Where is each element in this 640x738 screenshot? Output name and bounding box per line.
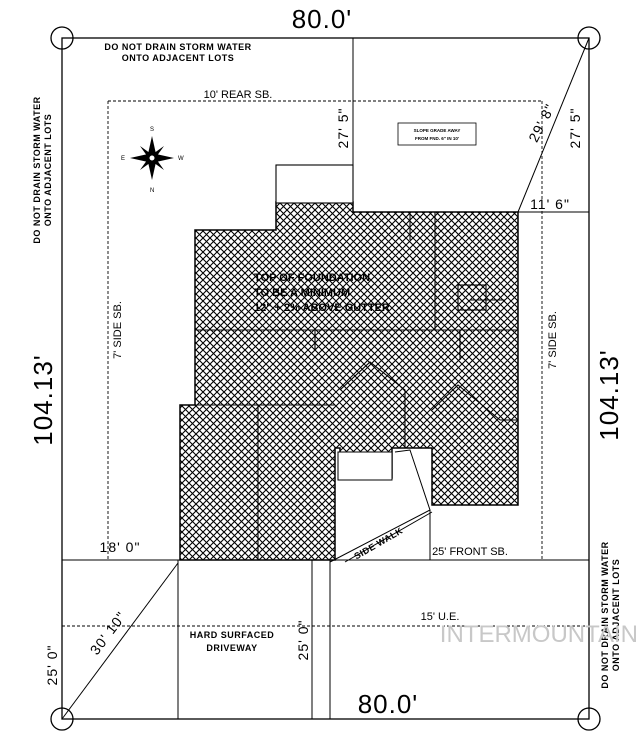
right-rear-dimension: 27' 5"	[567, 108, 583, 149]
sidewalk-outline	[329, 449, 433, 563]
left-front-dimension: 25' 0"	[44, 645, 60, 686]
property-line	[61, 37, 590, 720]
utility-easement-label: 15' U.E.	[421, 611, 460, 623]
watermark: INTERMOUNTAIN	[440, 621, 638, 648]
slope-grade-note: SLOPE GRADE AWAY FROM FND. 6" IN 10'	[397, 122, 477, 146]
driveway-label-line2: DRIVEWAY	[206, 643, 257, 653]
corner-pin-bottom-left	[50, 707, 74, 731]
foundation-note: TOP OF FOUNDATION TO BE A MINIMUM 12" + …	[254, 272, 390, 314]
left-depth-dimension: 104.13'	[28, 354, 58, 446]
side-offset-dimension: 11' 6"	[530, 196, 570, 212]
drain-note-right-line1: DO NOT DRAIN STORM WATER	[600, 541, 610, 688]
setback-lines	[62, 100, 589, 627]
driveway-label-line1: HARD SURFACED	[190, 630, 275, 640]
svg-text:TOP OF FOUNDATION: TOP OF FOUNDATION	[254, 272, 370, 284]
compass-label-w: W	[178, 156, 184, 162]
rear-setback-dimension: 27' 5"	[335, 108, 351, 149]
right-side-setback-label: 7' SIDE SB.	[547, 311, 559, 369]
front-porch	[337, 451, 393, 481]
compass-label-s: S	[150, 127, 154, 133]
sidewalk-label: SIDE WALK	[352, 525, 404, 561]
drain-note-top-line1: DO NOT DRAIN STORM WATER	[104, 42, 251, 52]
driveway-depth-dimension: 25' 0"	[295, 620, 311, 661]
svg-text:FROM FND. 6" IN 10': FROM FND. 6" IN 10'	[415, 136, 459, 141]
diagonal-front-dimension: 30' 10"	[87, 608, 130, 657]
drain-note-left-line2: ONTO ADJACENT LOTS	[43, 114, 53, 227]
right-depth-dimension: 104.13'	[594, 349, 624, 441]
compass-label-e: E	[121, 156, 125, 162]
svg-text:12" + 2% ABOVE GUTTER: 12" + 2% ABOVE GUTTER	[254, 302, 390, 314]
bottom-width-dimension: 80.0'	[358, 689, 419, 719]
corner-pin-top-left	[50, 26, 74, 50]
corner-pin-bottom-right	[577, 707, 601, 731]
top-width-dimension: 80.0'	[292, 4, 353, 34]
svg-text:TO BE A MINIMUM: TO BE A MINIMUM	[254, 287, 350, 299]
drain-note-top-line2: ONTO ADJACENT LOTS	[122, 53, 235, 63]
corner-pins	[50, 26, 601, 731]
front-setback-label: 25' FRONT SB.	[432, 546, 508, 558]
drain-note-left-line1: DO NOT DRAIN STORM WATER	[32, 96, 42, 243]
drain-note-right-line2: ONTO ADJACENT LOTS	[611, 559, 621, 672]
rear-setback-label: 10' REAR SB.	[204, 89, 273, 101]
left-side-setback-label: 7' SIDE SB.	[112, 301, 124, 359]
house-interior-lines	[180, 164, 518, 560]
diagonal-rear-dimension: 29' 8"	[525, 101, 558, 145]
compass-label-n: N	[150, 188, 154, 194]
svg-text:SLOPE GRADE AWAY: SLOPE GRADE AWAY	[414, 128, 461, 133]
garage-front-dimension: 18' 0"	[100, 539, 141, 555]
corner-pin-top-right	[577, 26, 601, 50]
compass-rose: S N E W	[121, 127, 184, 194]
